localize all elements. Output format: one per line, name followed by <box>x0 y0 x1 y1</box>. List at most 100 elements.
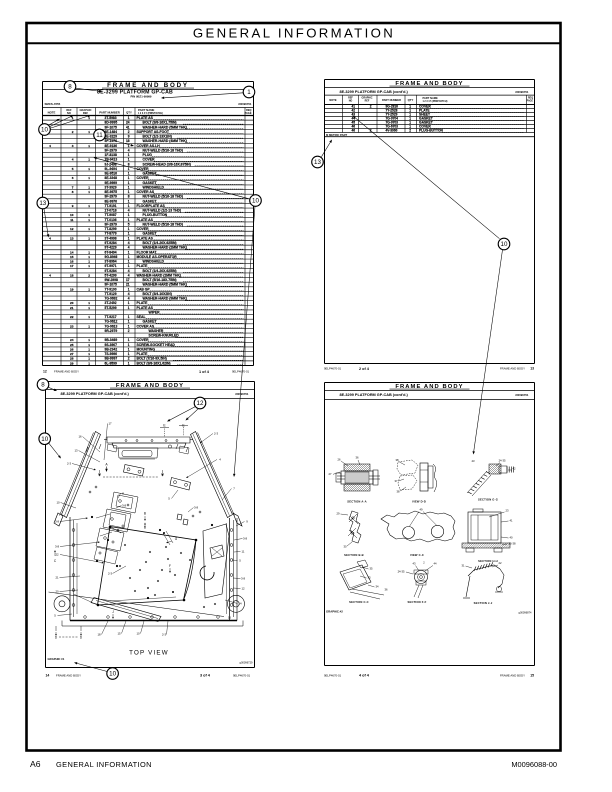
svg-text:1: 1 <box>128 236 130 240</box>
svg-text:WASHER-HARD (5MM THK): WASHER-HARD (5MM THK) <box>143 283 187 287</box>
svg-text:1: 1 <box>88 130 90 134</box>
svg-text:NUT-WELD (5/16-18 THD): NUT-WELD (5/16-18 THD) <box>143 195 184 199</box>
svg-text:PART NUMBER: PART NUMBER <box>99 111 119 115</box>
svg-text:19: 19 <box>70 287 74 291</box>
svg-text:REF: REF <box>348 97 353 100</box>
svg-text:6T-8494: 6T-8494 <box>105 250 117 254</box>
svg-text:3T-5983: 3T-5983 <box>105 116 117 120</box>
svg-text:42: 42 <box>351 109 355 113</box>
svg-text:1: 1 <box>88 264 90 268</box>
svg-text:3T-8964: 3T-8964 <box>105 260 117 264</box>
svg-text:1: 1 <box>88 213 90 217</box>
svg-text:9T-9284: 9T-9284 <box>105 269 117 273</box>
svg-text:2-3: 2-3 <box>162 633 166 637</box>
svg-text:1: 1 <box>128 301 130 305</box>
svg-text:18: 18 <box>70 273 74 277</box>
svg-text:1: 1 <box>128 176 130 180</box>
svg-text:37: 37 <box>395 479 398 483</box>
svg-text:43: 43 <box>413 562 416 566</box>
svg-text:1: 1 <box>88 324 90 328</box>
svg-text:NUT-WELD (5/16-18 THD): NUT-WELD (5/16-18 THD) <box>143 222 184 226</box>
svg-text:FRAME AND BODY: FRAME AND BODY <box>116 383 184 389</box>
svg-text:24-35: 24-35 <box>499 458 506 462</box>
svg-text:8E-3299 PLATFORM GP-CAB (cont’: 8E-3299 PLATFORM GP-CAB (cont’d.) <box>340 90 409 94</box>
svg-text:24: 24 <box>126 121 130 125</box>
svg-text:NO: NO <box>67 111 71 115</box>
svg-text:SCREW-SOCKET HEAD: SCREW-SOCKET HEAD <box>137 343 176 347</box>
svg-text:13: 13 <box>39 200 46 207</box>
svg-text:1: 1 <box>128 199 130 203</box>
svg-text:8: 8 <box>128 195 130 199</box>
svg-text:1: 1 <box>128 144 130 148</box>
svg-text:PLATE AS: PLATE AS <box>137 116 154 120</box>
svg-text:22: 22 <box>499 561 502 565</box>
svg-text:7G-9703: 7G-9703 <box>386 121 399 125</box>
svg-text:7T-0136: 7T-0136 <box>105 218 117 222</box>
svg-text:g00096874: g00096874 <box>519 611 533 615</box>
svg-text:7G-9704: 7G-9704 <box>386 117 399 121</box>
svg-text:SECTION C-C: SECTION C-C <box>349 600 369 604</box>
svg-text:3-8: 3-8 <box>241 577 245 581</box>
svg-text:4V-3960: 4V-3960 <box>386 129 398 133</box>
svg-text:GASKET: GASKET <box>143 172 158 176</box>
svg-text:GRAPHIC: GRAPHIC <box>80 108 92 112</box>
svg-text:1: 1 <box>128 315 130 319</box>
svg-text:1 of 4: 1 of 4 <box>199 370 210 374</box>
svg-text:44: 44 <box>434 562 437 566</box>
svg-text:1: 1 <box>88 343 90 347</box>
svg-text:WASHER: WASHER <box>149 329 164 333</box>
svg-text:1: 1 <box>128 232 130 236</box>
svg-text:21: 21 <box>126 283 130 287</box>
svg-text:NUT-WELD (5/16-18 THD): NUT-WELD (5/16-18 THD) <box>143 148 184 152</box>
svg-text:REF: REF <box>83 111 89 115</box>
svg-text:3T-2492: 3T-2492 <box>105 301 117 305</box>
svg-text:13: 13 <box>314 159 321 166</box>
svg-text:8E-3299 PLATFORM GP-CAB (cont’: 8E-3299 PLATFORM GP-CAB (cont’d.) <box>340 393 409 397</box>
svg-text:7B-9413: 7B-9413 <box>105 158 118 162</box>
svg-text:6L-9599: 6L-9599 <box>105 361 117 365</box>
svg-text:5: 5 <box>128 222 130 226</box>
svg-text:26: 26 <box>70 347 74 351</box>
svg-text:GRAPHIC #2: GRAPHIC #2 <box>326 610 343 614</box>
svg-text:1: 1 <box>88 227 90 231</box>
svg-text:1: 1 <box>72 116 74 120</box>
svg-text:COVER: COVER <box>419 105 431 109</box>
svg-text:NOTE: NOTE <box>48 111 56 115</box>
svg-text:8E-9976: 8E-9976 <box>105 199 118 203</box>
svg-text:16: 16 <box>70 260 74 264</box>
svg-text:FRAME AND BODY: FRAME AND BODY <box>54 370 79 374</box>
svg-text:2: 2 <box>88 273 90 277</box>
svg-text:21: 21 <box>55 576 59 580</box>
svg-text:9B-2342: 9B-2342 <box>105 347 118 351</box>
svg-text:SCREW-KNURLED: SCREW-KNURLED <box>149 334 180 338</box>
svg-text:SECTION J-J: SECTION J-J <box>474 601 493 605</box>
svg-text:43: 43 <box>351 113 355 117</box>
svg-text:2: 2 <box>128 329 130 333</box>
svg-text:GRAPHIC #1: GRAPHIC #1 <box>48 657 65 661</box>
svg-text:PLATE: PLATE <box>137 264 149 268</box>
svg-text:WASHER-HARD (9MM THK): WASHER-HARD (9MM THK) <box>143 297 187 301</box>
svg-text:GASKET: GASKET <box>143 320 158 324</box>
svg-text:20: 20 <box>55 590 59 594</box>
svg-text:7T-9100: 7T-9100 <box>105 287 117 291</box>
svg-text:4 of 4: 4 of 4 <box>359 674 370 678</box>
svg-text:8: 8 <box>68 84 72 91</box>
svg-text:10: 10 <box>136 632 140 636</box>
svg-text:F: F <box>169 564 171 568</box>
svg-text:1: 1 <box>88 185 90 189</box>
svg-text:i00090701: i00090701 <box>515 393 529 397</box>
svg-text:2 of 4: 2 of 4 <box>359 367 370 371</box>
svg-text:4: 4 <box>128 292 130 296</box>
svg-text:BOLT (1/4-20X.625IN): BOLT (1/4-20X.625IN) <box>143 269 177 273</box>
svg-text:REF: REF <box>365 100 370 103</box>
svg-text:3-8: 3-8 <box>194 506 198 510</box>
svg-text:5P-1076: 5P-1076 <box>105 139 118 143</box>
svg-text:1: 1 <box>88 204 90 208</box>
svg-text:TOP VIEW: TOP VIEW <box>129 650 169 657</box>
svg-text:4: 4 <box>128 269 130 273</box>
svg-text:25-38: 25-38 <box>509 542 516 546</box>
svg-text:1: 1 <box>128 190 130 194</box>
svg-text:7S-9996: 7S-9996 <box>105 352 118 356</box>
svg-text:COVER: COVER <box>143 158 156 162</box>
svg-text:8: 8 <box>128 162 130 166</box>
